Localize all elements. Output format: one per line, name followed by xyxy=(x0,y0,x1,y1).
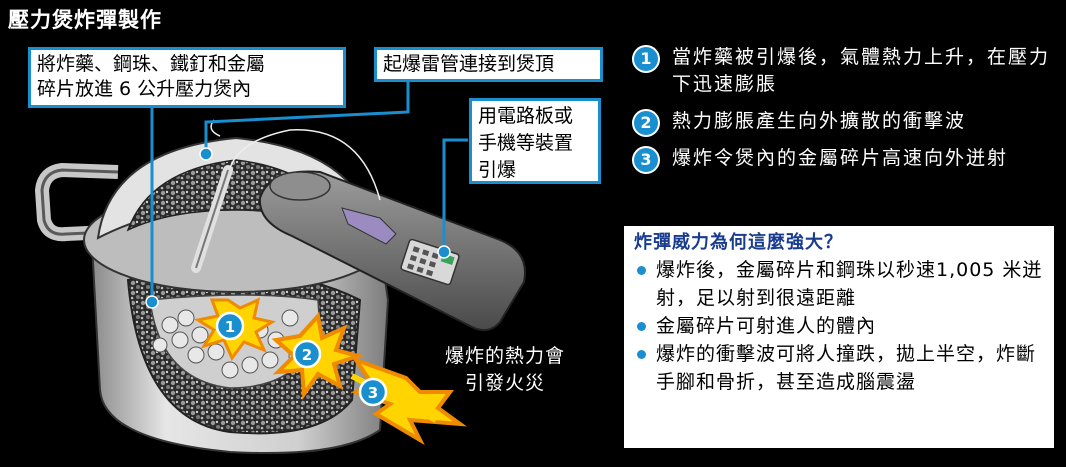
fire-note-line2: 引發火災 xyxy=(464,372,545,394)
step-item: 3 爆炸令煲內的金屬碎片高速向外迸射 xyxy=(630,145,1050,174)
step-number-badge: 1 xyxy=(632,45,660,73)
callout-trigger-device: 用電路板或 手機等裝置 引爆 xyxy=(469,98,601,184)
marker-3: 3 xyxy=(358,377,388,407)
step-text: 當炸藥被引爆後，氣體熱力上升，在壓力下迅速膨脹 xyxy=(672,46,1051,95)
bullet-dot-icon xyxy=(637,266,646,275)
step-item: 1 當炸藥被引爆後，氣體熱力上升，在壓力下迅速膨脹 xyxy=(630,44,1050,98)
step-item: 2 熱力膨脹產生向外擴散的衝擊波 xyxy=(630,108,1050,137)
step-text: 熱力膨脹產生向外擴散的衝擊波 xyxy=(672,110,967,132)
marker-2: 2 xyxy=(292,339,322,369)
fire-note-line1: 爆炸的熱力會 xyxy=(444,345,565,367)
marker-2-label: 2 xyxy=(302,346,312,364)
bullet-dot-icon xyxy=(637,350,646,359)
callout-detonator: 起爆雷管連接到煲頂 xyxy=(374,47,603,82)
wire xyxy=(229,129,381,201)
fire-note: 爆炸的熱力會 引發火災 xyxy=(420,343,590,397)
info-bullet-text: 爆炸的衝擊波可將人撞跌，拋上半空，炸斷手腳和骨折，甚至造成腦震盪 xyxy=(656,343,1037,393)
info-box-title: 炸彈威力為何這麼強大？ xyxy=(634,232,843,253)
callout-explosive-contents: 將炸藥、鋼珠、鐵釘和金屬 碎片放進 6 公升壓力煲內 xyxy=(28,47,346,108)
step-number-badge: 3 xyxy=(632,146,660,174)
info-bullet: 金屬碎片可射進人的體內 xyxy=(634,312,1044,340)
step-number-badge: 2 xyxy=(632,109,660,137)
info-bullet: 爆炸的衝擊波可將人撞跌，拋上半空，炸斷手腳和骨折，甚至造成腦震盪 xyxy=(634,340,1044,396)
bullet-dot-icon xyxy=(637,322,646,331)
info-bullet-text: 金屬碎片可射進人的體內 xyxy=(656,315,877,337)
callout-explosive-line2: 碎片放進 6 公升壓力煲內 xyxy=(37,78,252,100)
marker-1-label: 1 xyxy=(225,318,235,336)
callout-trigger-line1: 用電路板或 xyxy=(478,105,574,127)
info-bullet-text: 爆炸後，金屬碎片和鋼珠以秒速1,005 米迸射，足以射到很遠距離 xyxy=(656,259,1043,309)
callout-trigger-line3: 引爆 xyxy=(478,159,517,181)
info-bullet: 爆炸後，金屬碎片和鋼珠以秒速1,005 米迸射，足以射到很遠距離 xyxy=(634,256,1044,312)
explosion-steps: 1 當炸藥被引爆後，氣體熱力上升，在壓力下迅速膨脹 2 熱力膨脹產生向外擴散的衝… xyxy=(630,44,1050,182)
callout-leaders xyxy=(150,82,468,300)
marker-3-label: 3 xyxy=(368,384,378,402)
step-text: 爆炸令煲內的金屬碎片高速向外迸射 xyxy=(672,147,1009,169)
callout-explosive-line1: 將炸藥、鋼珠、鐵釘和金屬 xyxy=(37,53,266,75)
page-title: 壓力煲炸彈製作 xyxy=(8,7,162,32)
marker-1: 1 xyxy=(215,311,245,341)
callout-trigger-line2: 手機等裝置 xyxy=(478,132,574,154)
info-box: 炸彈威力為何這麼強大？ 爆炸後，金屬碎片和鋼珠以秒速1,005 米迸射，足以射到… xyxy=(624,226,1054,448)
